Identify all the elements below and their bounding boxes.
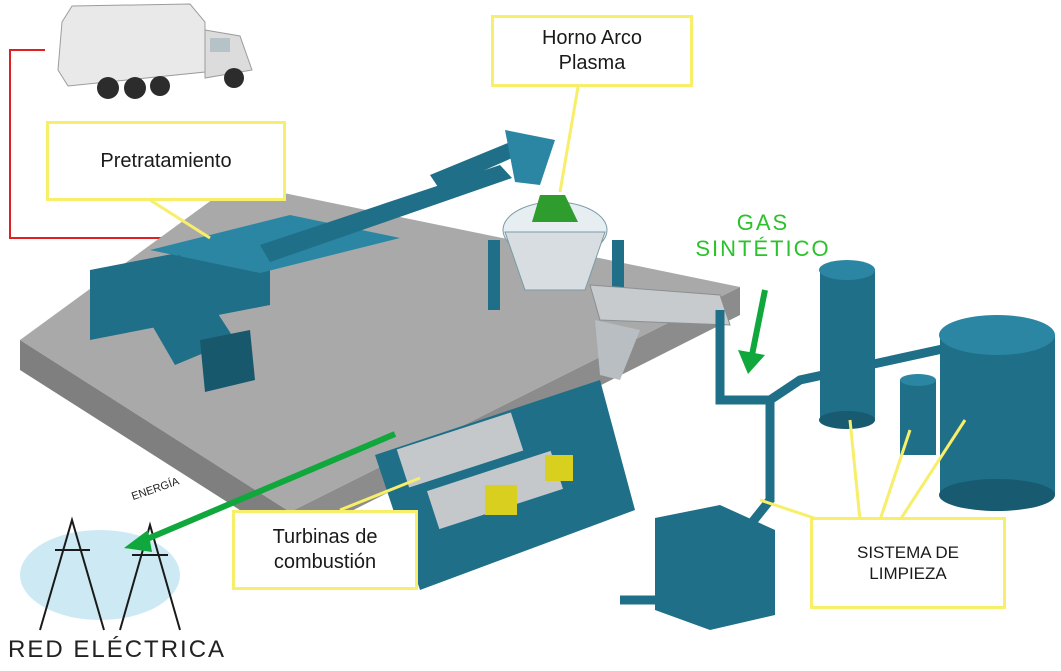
gas-sintetico-label: GAS SINTÉTICO <box>673 210 853 263</box>
red-electrica-label: RED ELÉCTRICA <box>8 636 227 663</box>
pretratamiento-text: Pretratamiento <box>100 149 232 172</box>
turbinas-label: Turbinas de combustión <box>232 510 418 590</box>
horno-line1: Horno Arco <box>541 27 643 49</box>
sistema-limpieza-label: SISTEMA DE LIMPIEZA <box>810 517 1006 609</box>
sistema-line1: SISTEMA DE <box>856 542 960 562</box>
energy-flow-arrow <box>124 431 397 552</box>
plasma-furnace <box>488 195 624 310</box>
garbage-truck <box>57 3 253 99</box>
gas-flow-arrow <box>738 289 768 374</box>
gas-line1: GAS <box>736 210 790 235</box>
lower-equipment-box <box>655 505 775 630</box>
horno-arco-plasma-label: Horno Arco Plasma <box>491 15 693 87</box>
combustion-turbines <box>375 380 635 590</box>
turbinas-line1: Turbinas de <box>272 526 378 548</box>
turbinas-line2: combustión <box>273 551 377 573</box>
callout-leaders <box>149 86 967 522</box>
horno-line2: Plasma <box>558 52 626 74</box>
pretreatment-equipment <box>90 130 555 392</box>
gas-line2: SINTÉTICO <box>695 236 831 262</box>
transmission-towers <box>20 516 181 631</box>
pretratamiento-label: Pretratamiento <box>46 121 286 201</box>
cleaning-tanks <box>819 260 1055 511</box>
sistema-line2: LIMPIEZA <box>869 564 947 583</box>
